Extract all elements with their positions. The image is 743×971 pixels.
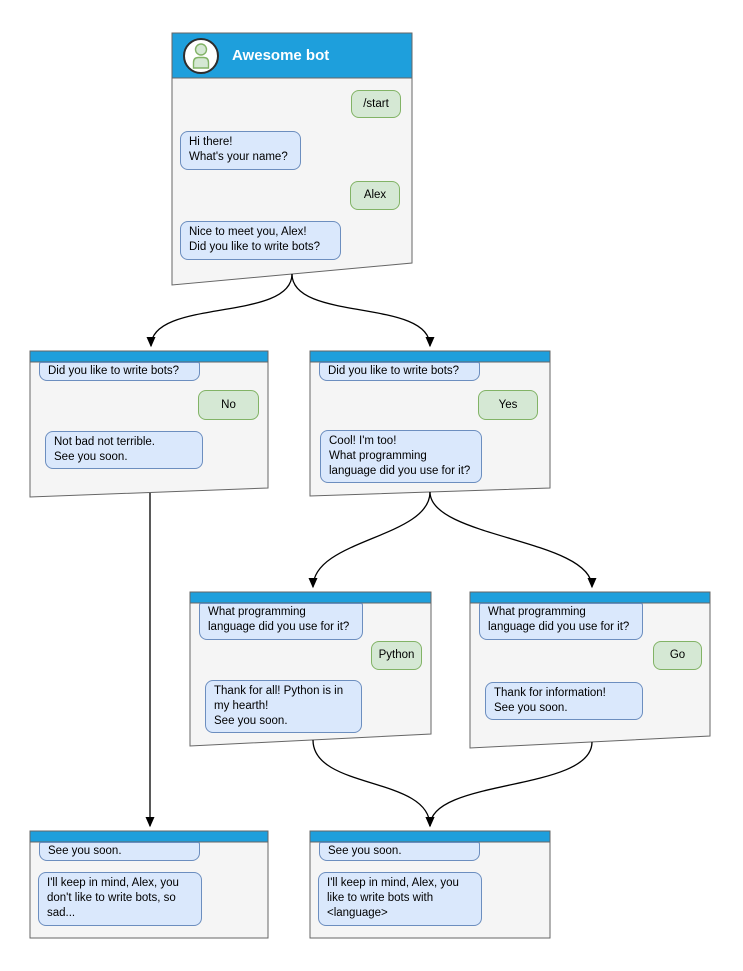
user-message-bubble: Python: [371, 641, 422, 670]
arrow-start-to-no: [146, 273, 293, 348]
arrow-go-to-end: [425, 741, 593, 828]
bot-message-bubble: I'll keep in mind, Alex, you don't like …: [38, 872, 202, 926]
user-message-bubble: Go: [653, 641, 702, 670]
window-titlebar: [29, 350, 269, 363]
window-titlebar: [29, 830, 269, 843]
bot-message-bubble: I'll keep in mind, Alex, you like to wri…: [318, 872, 482, 926]
window-titlebar: [309, 350, 551, 363]
bot-message-bubble: Hi there! What's your name?: [180, 131, 301, 170]
arrow-yes-to-go: [429, 491, 597, 589]
user-message-bubble: Yes: [478, 390, 538, 420]
bot-avatar-icon: [183, 38, 219, 74]
arrow-yes-to-python: [308, 491, 431, 589]
window-titlebar: [469, 591, 711, 604]
bot-message-bubble: What programming language did you use fo…: [199, 603, 363, 640]
window-title: Awesome bot: [232, 47, 330, 64]
bot-message-bubble: Thank for all! Python is in my hearth! S…: [205, 680, 362, 733]
bot-message-bubble: Did you like to write bots?: [39, 362, 200, 381]
window-titlebar: [309, 830, 551, 843]
arrow-python-to-end: [312, 739, 435, 828]
bot-message-bubble: What programming language did you use fo…: [479, 603, 643, 640]
bot-message-bubble: Not bad not terrible. See you soon.: [45, 431, 203, 469]
user-message-bubble: No: [198, 390, 259, 420]
bot-message-bubble: See you soon.: [319, 842, 480, 861]
window-titlebar: [189, 591, 432, 604]
bot-message-bubble: Thank for information! See you soon.: [485, 682, 643, 720]
arrow-start-to-yes: [291, 273, 435, 348]
bot-message-bubble: Nice to meet you, Alex! Did you like to …: [180, 221, 341, 260]
bot-message-bubble: Cool! I'm too! What programming language…: [320, 430, 482, 483]
bot-message-bubble: See you soon.: [39, 842, 200, 861]
bot-message-bubble: Did you like to write bots?: [319, 362, 480, 381]
user-message-bubble: Alex: [350, 181, 400, 210]
user-message-bubble: /start: [351, 90, 401, 118]
